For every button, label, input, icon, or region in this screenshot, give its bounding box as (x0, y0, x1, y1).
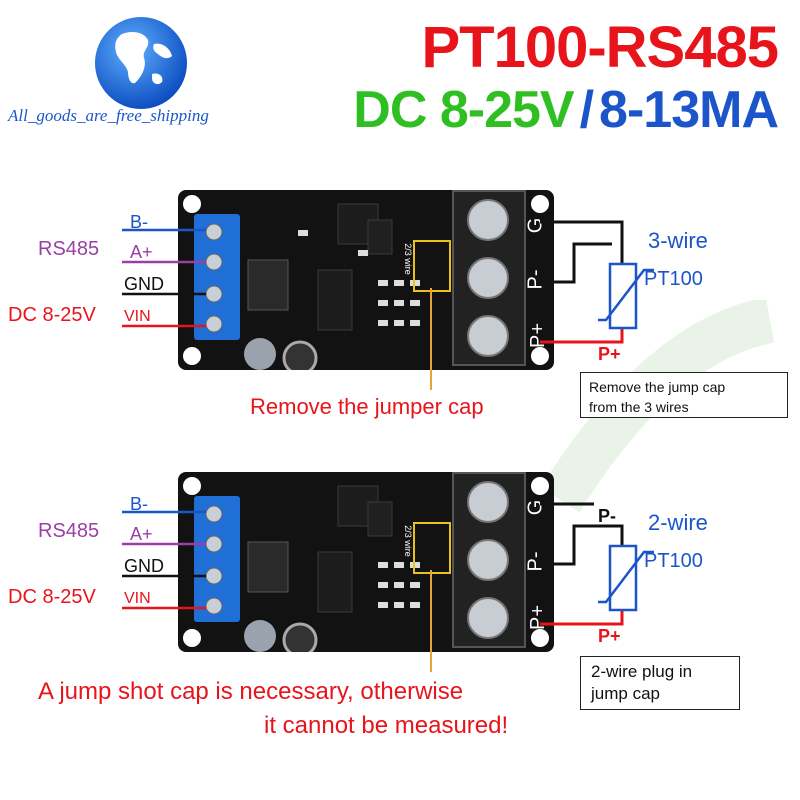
diagram-2-wire: G P- P+ 2/3 wire B- RS485 A+ GND DC 8-25… (0, 460, 800, 800)
diagram-3-wire: G P- P+ 2/3 wire B- RS485 A+ GND DC 8-25… (0, 178, 800, 438)
voltage-spec: DC 8-25V/8-13MA (353, 80, 779, 140)
dc-label: DC 8-25V (8, 586, 96, 608)
p-plus-wire-label: P+ (598, 626, 621, 646)
rs485-label: RS485 (38, 520, 100, 542)
a-plus-label: A+ (130, 242, 153, 262)
vin-label: VIN (124, 308, 151, 325)
product-title: PT100-RS485 (421, 15, 779, 80)
gnd-label: GND (124, 556, 164, 576)
rs485-terminal-block (194, 496, 240, 622)
p-plus-wire-label: P+ (598, 344, 621, 364)
left-wires (122, 220, 654, 390)
rs485-label: RS485 (38, 238, 100, 260)
wire-mode-label: 2-wire (648, 510, 708, 535)
p-minus-wire-label: P- (598, 506, 616, 526)
rs485-terminal-block (194, 214, 240, 340)
callout-line-1: A jump shot cap is necessary, otherwise (38, 678, 464, 705)
globe-logo (92, 14, 190, 112)
note-line-1: Remove the jump cap (589, 379, 726, 395)
sensor-terminal-block (452, 472, 526, 648)
callout-line-2: it cannot be measured! (264, 712, 509, 739)
pt100-label: PT100 (644, 268, 703, 290)
note-line-2: jump cap (591, 684, 660, 703)
spec-separator: / (579, 81, 594, 139)
wire-mode-label: 3-wire (648, 228, 708, 253)
pt100-label: PT100 (644, 550, 703, 572)
b-minus-label: B- (130, 212, 148, 232)
a-plus-label: A+ (130, 524, 153, 544)
brand-caption: All_goods_are_free_shipping (8, 106, 209, 125)
gnd-label: GND (124, 274, 164, 294)
current-text: 8-13MA (599, 81, 779, 139)
note-box: 2-wire plug in jump cap (580, 656, 740, 710)
note-line-2: from the 3 wires (589, 399, 689, 415)
note-box: Remove the jump cap from the 3 wires (580, 372, 788, 418)
callout-text: Remove the jumper cap (250, 394, 484, 419)
left-wires (122, 502, 654, 672)
dc-label: DC 8-25V (8, 304, 96, 326)
note-line-1: 2-wire plug in (591, 662, 693, 681)
vin-label: VIN (124, 590, 151, 607)
b-minus-label: B- (130, 494, 148, 514)
voltage-text: DC 8-25V (353, 81, 574, 139)
sensor-terminal-block (452, 190, 526, 366)
